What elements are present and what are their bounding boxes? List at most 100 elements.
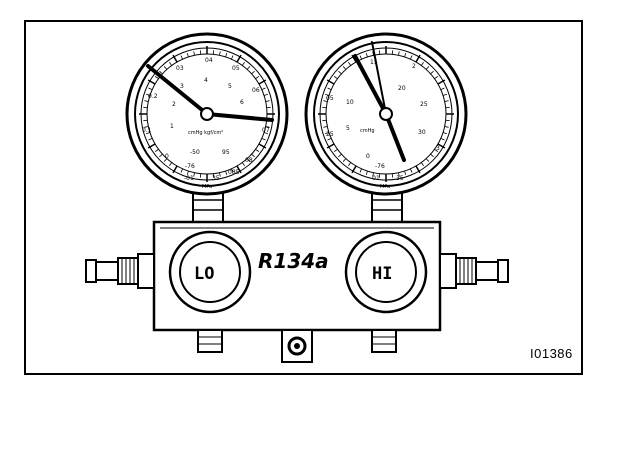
- low-label-06: 06: [252, 87, 260, 94]
- gauge-tick: [365, 170, 368, 175]
- gauge-tick: [444, 126, 449, 128]
- gauge-tick: [440, 138, 445, 141]
- gauge-tick: [163, 158, 168, 162]
- bottom-right-port: [371, 329, 397, 353]
- low-needle-short: [205, 112, 274, 122]
- low-gauge-ticks: [139, 46, 275, 182]
- gauge-tick: [186, 53, 189, 58]
- right-hose-coupler: [439, 253, 509, 289]
- gauge-tick: [225, 170, 228, 175]
- gauge-tick: [241, 162, 245, 167]
- gauge-tick: [258, 79, 267, 85]
- high-label-05: 05: [326, 95, 334, 102]
- gauge-tick: [440, 87, 445, 90]
- low-pressure-gauge: 04 03 05 3 4 5 06 0.2 2 6 0.1 1 07 0 -50…: [125, 32, 289, 223]
- high-label-15: 15: [370, 59, 378, 66]
- gauge-tick: [186, 170, 189, 175]
- gauge-tick: [333, 76, 338, 80]
- gauge-tick: [404, 170, 407, 175]
- low-label-4: 4: [204, 77, 208, 84]
- gauge-tick: [144, 126, 149, 128]
- gauge-tick: [398, 51, 400, 56]
- gauge-tick: [246, 158, 251, 162]
- high-pressure-gauge: 15 2 10 20 25 05 30 5 25 0 3 -76 -01 35 …: [304, 32, 468, 223]
- gauge-tick: [444, 100, 449, 102]
- gauge-tick: [251, 70, 255, 75]
- gauge-tick: [323, 100, 328, 102]
- gauge-tick: [193, 172, 195, 177]
- gauge-tick: [148, 138, 153, 141]
- gauge-tick: [154, 76, 159, 80]
- gauge-tick: [420, 61, 424, 66]
- high-needle-hub: [379, 107, 393, 121]
- gauge-tick: [159, 70, 163, 75]
- high-label-3: 3: [436, 145, 440, 152]
- gauge-tick: [180, 55, 183, 60]
- high-label-10: 10: [346, 99, 354, 106]
- gauge-tick: [225, 53, 228, 58]
- high-unit-label: cmHg: [360, 128, 375, 134]
- high-gauge-ticks: [318, 46, 454, 182]
- gauge-tick: [180, 168, 183, 173]
- gauge-tick: [263, 93, 268, 96]
- gauge-tick: [219, 51, 221, 56]
- low-needle-long: [146, 64, 209, 116]
- high-label-25: 25: [420, 101, 428, 108]
- gauge-tick: [351, 165, 357, 174]
- gauge-tick: [442, 132, 447, 135]
- gauge-tick: [251, 153, 255, 158]
- gauge-tick: [351, 54, 357, 63]
- gauge-tick: [365, 53, 368, 58]
- refrigerant-label: R134a: [258, 249, 329, 273]
- gauge-tick: [219, 172, 221, 177]
- gauge-tick: [342, 158, 347, 162]
- gauge-tick: [333, 148, 338, 152]
- low-label-35: 35: [212, 175, 220, 182]
- gauge-tick: [163, 66, 168, 70]
- gauge-tick: [415, 54, 421, 63]
- gauge-tick: [261, 138, 266, 141]
- gauge-tick: [372, 172, 374, 177]
- low-label-07: 07: [262, 127, 270, 134]
- gauge-tick: [338, 70, 342, 75]
- gauge-tick: [359, 168, 362, 173]
- low-label-03: 03: [176, 65, 184, 72]
- low-label-2: 2: [172, 101, 176, 108]
- low-label-1: 1: [170, 123, 174, 130]
- gauge-tick: [236, 165, 242, 174]
- gauge-tick: [348, 61, 352, 66]
- gauge-tick: [258, 143, 267, 149]
- gauge-tick: [437, 143, 446, 149]
- gauge-tick: [342, 66, 347, 70]
- low-label-neg01: -01: [184, 175, 194, 182]
- high-label-2: 2: [412, 63, 416, 70]
- gauge-tick: [169, 61, 173, 66]
- low-needle-hub: [200, 107, 214, 121]
- gauge-tick: [147, 79, 156, 85]
- low-label-04: 04: [205, 57, 213, 64]
- gauge-tick: [154, 148, 159, 152]
- gauge-tick: [172, 54, 178, 63]
- gauge-tick: [434, 76, 439, 80]
- low-valve-knob[interactable]: LO: [168, 230, 252, 314]
- low-unit-label: cmHg kgf/cm²: [188, 130, 223, 136]
- gauge-tick: [410, 168, 413, 173]
- bottom-center-port: [281, 329, 313, 363]
- high-needle-long: [353, 54, 388, 116]
- high-label-25b: 25: [326, 131, 334, 138]
- low-label-6: 6: [240, 99, 244, 106]
- low-label-0.1: 0.1: [142, 127, 152, 134]
- figure-id: I01386: [530, 346, 573, 361]
- gauge-tick: [327, 87, 332, 90]
- high-valve-knob[interactable]: HI: [344, 230, 428, 314]
- figure-border: [24, 20, 583, 375]
- low-label-0.2: 0.2: [148, 93, 158, 100]
- gauge-tick: [231, 55, 234, 60]
- gauge-tick: [172, 165, 178, 174]
- gauge-tick: [265, 100, 270, 102]
- gauge-tick: [415, 165, 421, 174]
- low-label-085: 085: [228, 169, 240, 176]
- gauge-tick: [148, 87, 153, 90]
- high-needle-thin: [371, 41, 387, 115]
- high-mpa-label: MPa: [380, 184, 390, 190]
